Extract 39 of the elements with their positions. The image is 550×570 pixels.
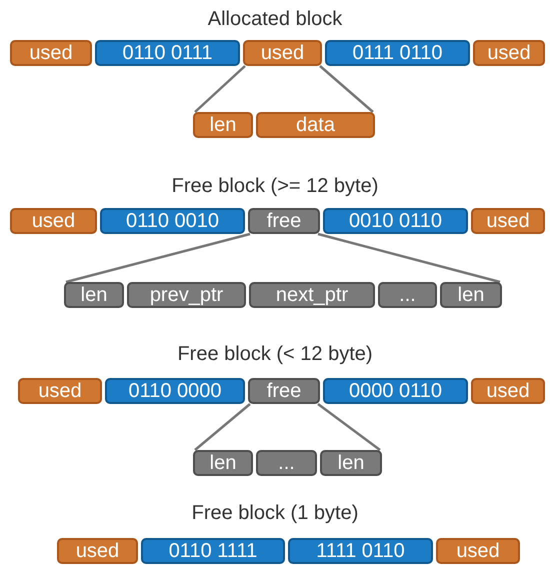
used-segment: data: [256, 112, 375, 138]
free-segment: free: [248, 378, 320, 404]
free-segment: len: [320, 450, 382, 476]
connector-line: [319, 65, 374, 113]
section-heading: Allocated block: [208, 8, 342, 30]
bit-field: 0111 0110: [325, 40, 470, 66]
bit-field: 0110 1111: [141, 538, 285, 564]
free-segment: len: [64, 282, 124, 308]
used-segment: used: [436, 538, 520, 564]
free-segment: ...: [378, 282, 437, 308]
used-segment: used: [471, 208, 545, 234]
free-segment: free: [248, 208, 320, 234]
used-segment: used: [243, 40, 322, 66]
used-segment: used: [10, 40, 92, 66]
bit-field: 1111 0110: [288, 538, 433, 564]
free-segment: ...: [256, 450, 317, 476]
section-heading: Free block (1 byte): [192, 502, 358, 524]
free-segment: len: [440, 282, 502, 308]
used-segment: used: [10, 208, 97, 234]
connector-line: [66, 232, 250, 284]
bit-field: 0110 0111: [95, 40, 240, 66]
used-segment: len: [193, 112, 253, 138]
section-heading: Free block (>= 12 byte): [172, 175, 378, 197]
connector-line: [317, 403, 381, 451]
section-heading: Free block (< 12 byte): [177, 343, 373, 365]
bit-field: 0110 0010: [100, 208, 245, 234]
used-segment: used: [471, 378, 545, 404]
connector-line: [318, 232, 500, 284]
free-segment: len: [193, 450, 253, 476]
used-segment: used: [57, 538, 138, 564]
used-segment: used: [18, 378, 102, 404]
free-segment: next_ptr: [249, 282, 375, 308]
connector-line: [194, 403, 251, 451]
used-segment: used: [473, 40, 545, 66]
bit-field: 0010 0110: [323, 208, 468, 234]
free-segment: prev_ptr: [127, 282, 246, 308]
bit-field: 0000 0110: [323, 378, 468, 404]
bit-field: 0110 0000: [105, 378, 245, 404]
connector-line: [194, 65, 246, 113]
